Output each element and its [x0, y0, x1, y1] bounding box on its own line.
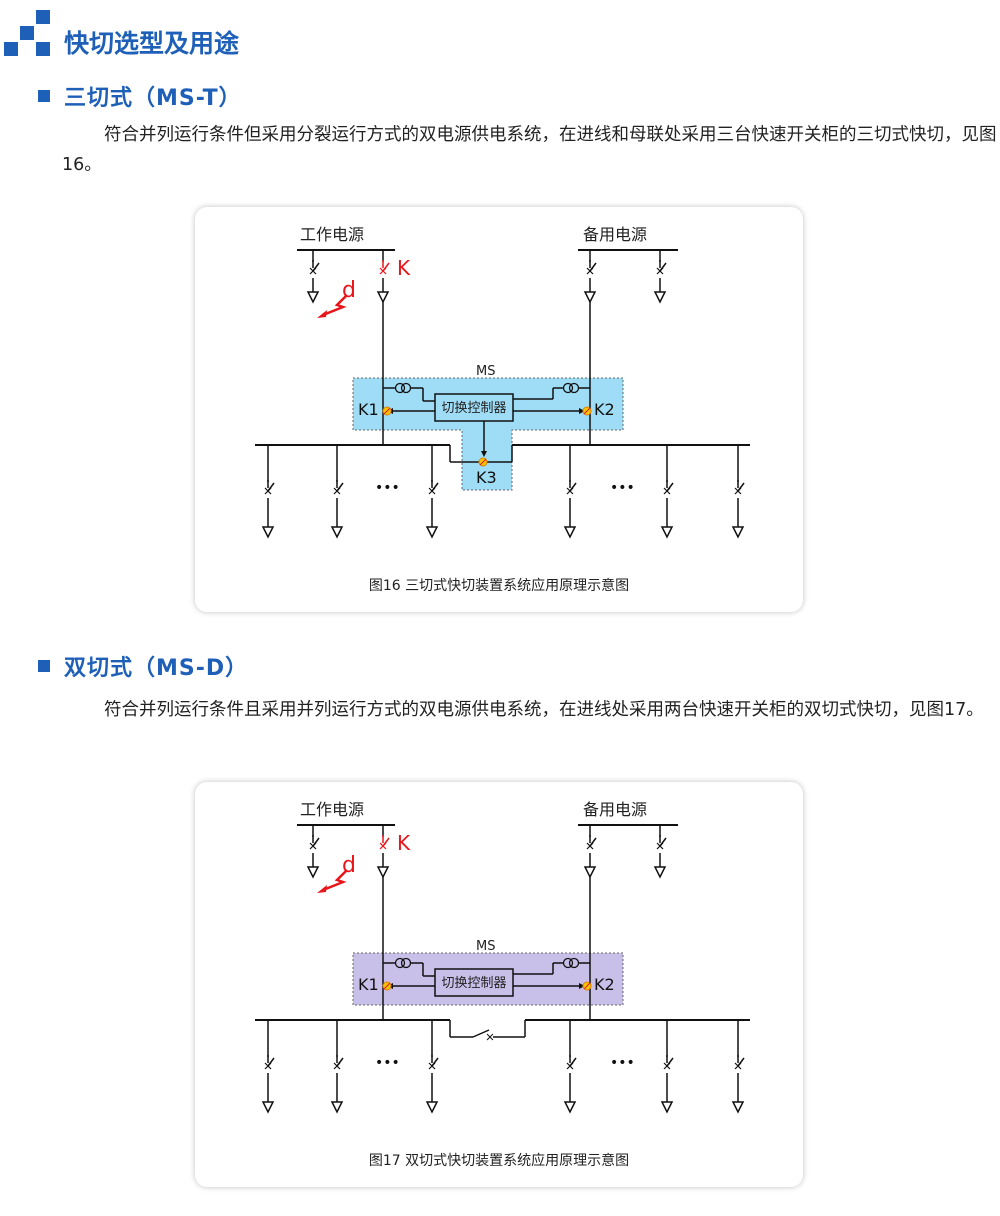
- diagram-fig16: 工作电源 备用电源 K d MS 切换控制器 K1 K2 K3 ••• ••• …: [195, 207, 803, 612]
- load-arrow-icon: [261, 1101, 275, 1114]
- switch-blade: [312, 262, 320, 272]
- label-ms: MS: [476, 939, 495, 954]
- load-arrow-icon: [660, 526, 674, 539]
- load-arrow-icon: [261, 526, 275, 539]
- dots-left: •••: [375, 1055, 400, 1071]
- switch-blade: [666, 1057, 674, 1067]
- section-text-msd: 符合并列运行条件且采用并列运行方式的双电源供电系统，在进线处采用两台快速开关柜的…: [104, 700, 984, 720]
- label-work-source: 工作电源: [300, 225, 364, 244]
- diagram-fig17: 工作电源 备用电源 K d MS 切换控制器 K1 K2 ••• ••• 图17…: [195, 782, 803, 1187]
- switch-blade: [737, 1057, 745, 1067]
- switch-blade: [336, 1057, 344, 1067]
- load-arrow-icon: [330, 526, 344, 539]
- current-transformer-icon: [568, 957, 580, 969]
- current-transformer-icon: [394, 957, 406, 969]
- diagram-svg-fig17: 工作电源 备用电源 K d MS 切换控制器 K1 K2 ••• ••• 图17…: [255, 800, 750, 1169]
- switch-blade: [431, 1057, 439, 1067]
- load-arrow-icon: [583, 291, 597, 304]
- bus-tie-switch-blade: [472, 1029, 490, 1038]
- switch-blade: [312, 837, 320, 847]
- load-arrow-icon: [583, 866, 597, 879]
- switch-blade: [589, 262, 597, 272]
- label-k2: K2: [594, 975, 615, 994]
- fast-switch-blade: [583, 407, 591, 415]
- caption: 图17 双切式快切装置系统应用原理示意图: [369, 1152, 629, 1169]
- load-arrow-icon: [306, 866, 320, 879]
- dots-left: •••: [375, 480, 400, 496]
- fast-switch-blade: [583, 982, 591, 990]
- fast-switch-blade: [383, 982, 391, 990]
- current-transformer-icon: [394, 382, 406, 394]
- load-arrow-icon: [653, 291, 667, 304]
- load-arrow-icon: [660, 1101, 674, 1114]
- dots-right: •••: [610, 480, 635, 496]
- label-backup-source: 备用电源: [583, 225, 647, 244]
- label-k: K: [397, 256, 411, 280]
- load-arrow-icon: [425, 1101, 439, 1114]
- current-transformer-icon: [400, 957, 412, 969]
- label-k2: K2: [594, 400, 615, 419]
- switch-blade: [569, 1057, 577, 1067]
- switch-blade: [431, 482, 439, 492]
- section-text-mst: 符合并列运行条件但采用分裂运行方式的双电源供电系统，在进线和母联处采用三台快速开…: [62, 125, 997, 175]
- load-arrow-icon: [731, 1101, 745, 1114]
- switch-blade: [589, 837, 597, 847]
- switch-blade: [737, 482, 745, 492]
- switch-blade: [267, 482, 275, 492]
- switch-blade: [666, 482, 674, 492]
- fault-lightning-icon: [322, 294, 348, 317]
- label-k3: K3: [476, 468, 497, 487]
- page-title: 快切选型及用途: [64, 29, 240, 58]
- current-transformer-icon: [562, 382, 574, 394]
- section-title-mst: 三切式（MS-T）: [38, 80, 242, 112]
- switch-blade: [569, 482, 577, 492]
- label-backup-source: 备用电源: [583, 800, 647, 819]
- switch-blade: [267, 1057, 275, 1067]
- load-arrow-icon: [376, 291, 390, 304]
- switch-blade: [336, 482, 344, 492]
- logo-icon: [4, 10, 50, 56]
- dots-right: •••: [610, 1055, 635, 1071]
- switch-blade: [382, 262, 390, 272]
- diagram-svg-fig16: 工作电源 备用电源 K d MS 切换控制器 K1 K2 K3 ••• ••• …: [255, 225, 750, 594]
- caption: 图16 三切式快切装置系统应用原理示意图: [369, 577, 629, 594]
- label-k1: K1: [358, 975, 379, 994]
- current-transformer-icon: [562, 957, 574, 969]
- load-arrow-icon: [563, 1101, 577, 1114]
- arrow-head-icon: [481, 451, 487, 457]
- fault-arrowhead-icon: [317, 310, 327, 318]
- ms-device-box: [352, 952, 624, 1006]
- label-ms: MS: [476, 364, 495, 379]
- fast-switch-blade: [383, 407, 391, 415]
- label-controller: 切换控制器: [441, 401, 506, 416]
- ms-device-box: [352, 377, 624, 491]
- load-arrow-icon: [425, 526, 439, 539]
- switch-controller-box: [434, 393, 514, 422]
- section-title-msd: 双切式（MS-D）: [38, 650, 248, 682]
- label-controller: 切换控制器: [441, 976, 506, 991]
- current-transformer-icon: [400, 382, 412, 394]
- load-arrow-icon: [563, 526, 577, 539]
- fast-switch-blade: [479, 458, 487, 466]
- current-transformer-icon: [568, 382, 580, 394]
- label-work-source: 工作电源: [300, 800, 364, 819]
- label-k1: K1: [358, 400, 379, 419]
- arrow-head-icon: [579, 408, 585, 414]
- switch-x-mark: [486, 1033, 494, 1041]
- load-arrow-icon: [306, 291, 320, 304]
- switch-blade: [382, 837, 390, 847]
- load-arrow-icon: [653, 866, 667, 879]
- load-arrow-icon: [731, 526, 745, 539]
- load-arrow-icon: [376, 866, 390, 879]
- label-k: K: [397, 831, 411, 855]
- switch-blade: [659, 837, 667, 847]
- arrow-head-icon: [579, 983, 585, 989]
- fault-arrowhead-icon: [317, 885, 327, 893]
- load-arrow-icon: [330, 1101, 344, 1114]
- switch-controller-box: [434, 968, 514, 997]
- fault-lightning-icon: [322, 869, 348, 892]
- switch-blade: [659, 262, 667, 272]
